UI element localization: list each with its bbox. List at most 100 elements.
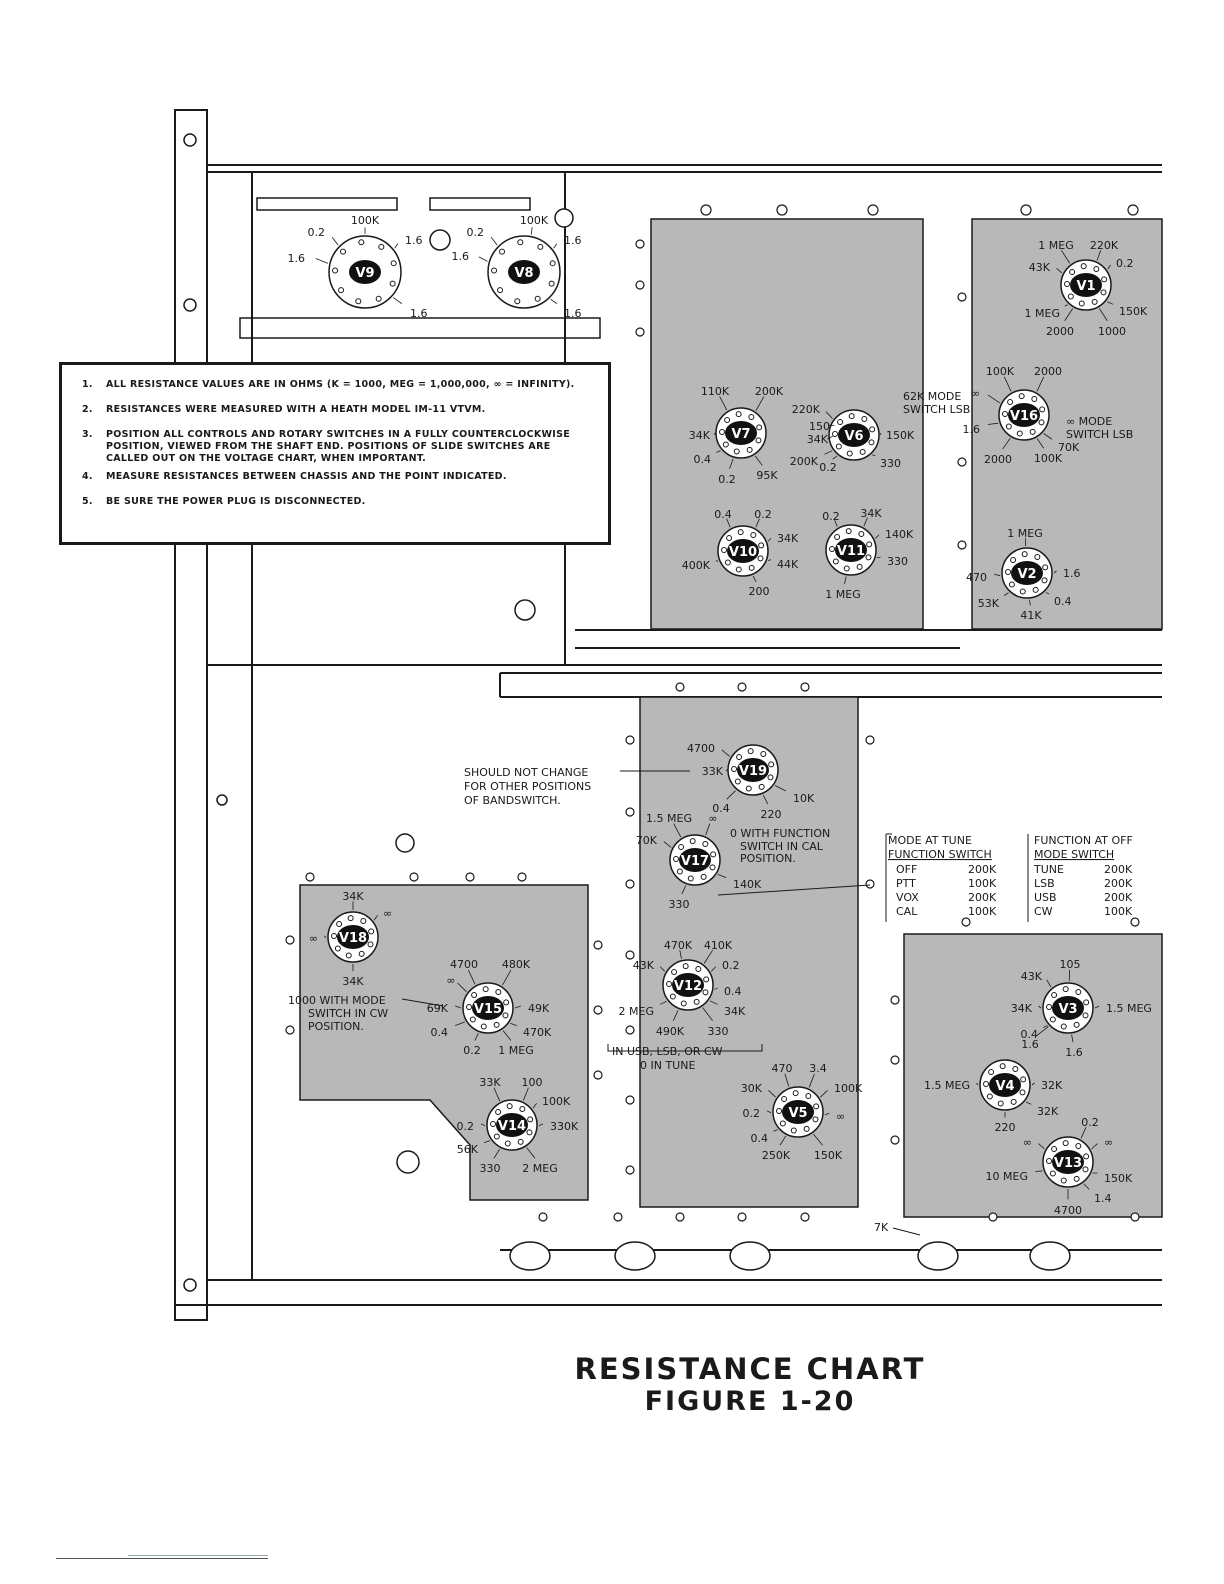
resistance-value: 480K — [502, 958, 531, 971]
tube-badge — [835, 538, 867, 562]
leader-line — [719, 396, 728, 411]
resistance-value: 110K — [701, 385, 730, 398]
resistance-value: 250K — [762, 1149, 791, 1162]
socket-pin — [1008, 581, 1015, 588]
leader-line — [474, 1033, 479, 1041]
leader-line — [987, 394, 1001, 404]
socket-pin — [703, 976, 710, 983]
chassis-frame — [174, 109, 1162, 1321]
mode-row-3-value: 200K — [968, 891, 997, 904]
v16-mode-right: ∞ MODE — [1066, 415, 1112, 428]
figure-subtitle: FIGURE 1-20 — [644, 1386, 856, 1417]
socket-pin — [861, 416, 868, 423]
socket-pin — [750, 532, 757, 539]
leader-line — [1003, 592, 1009, 596]
socket-pin — [1051, 992, 1058, 999]
resistance-value: 49K — [528, 1002, 550, 1015]
v15-note-line3: POSITION. — [308, 1020, 364, 1033]
resistance-value: 100K — [834, 1082, 863, 1095]
leader-line — [726, 518, 731, 528]
resistance-value: ∞ — [1104, 1136, 1113, 1149]
leader-line — [834, 519, 838, 527]
resistance-value: 34K — [724, 1005, 746, 1018]
resistance-value: ∞ — [383, 907, 392, 920]
resistance-value: 10K — [793, 792, 815, 805]
leader-line — [773, 1129, 778, 1132]
leader-line — [510, 1022, 517, 1027]
resistance-value: 0.2 — [457, 1120, 475, 1133]
socket-pin — [735, 411, 742, 418]
mode-table-header1: MODE AT TUNE — [888, 834, 972, 847]
socket-pin — [519, 1106, 526, 1113]
leader-line — [1038, 1143, 1045, 1150]
resistance-value: 330 — [480, 1162, 501, 1175]
socket-pin — [733, 448, 740, 455]
resistance-value: 0.4 — [1054, 595, 1072, 608]
socket-pin — [1034, 554, 1041, 561]
resistance-value: 1.4 — [1094, 1192, 1112, 1205]
tube-label: V7 — [731, 427, 750, 442]
socket-pin — [480, 1023, 487, 1030]
leader-line — [755, 518, 760, 528]
leader-line — [729, 458, 734, 469]
resistance-value: 100K — [351, 214, 380, 227]
socket-pin — [835, 443, 842, 450]
socket-pin — [986, 1093, 993, 1100]
resistance-value: 100 — [522, 1076, 543, 1089]
socket-pin — [781, 1096, 788, 1103]
resistance-value: 1.6 — [410, 307, 428, 320]
socket-pin — [829, 546, 836, 553]
resistance-value: 32K — [1041, 1079, 1063, 1092]
notes-box: 1.ALL RESISTANCE VALUES ARE IN OHMS (K =… — [59, 362, 611, 545]
resistance-value: 34K — [807, 433, 829, 446]
resistance-value: 34K — [342, 975, 364, 988]
leader-line — [502, 1030, 512, 1041]
leader-line — [659, 1001, 667, 1005]
socket-pin — [493, 1133, 500, 1140]
socket-pin — [722, 441, 729, 448]
socket-pin — [1091, 298, 1098, 305]
tube-label: V10 — [729, 545, 757, 560]
socket-pin — [724, 559, 731, 566]
socket-pin — [837, 419, 844, 426]
leader-line — [673, 823, 682, 838]
callout-layer: 62K MODE SWITCH LSB ∞ MODE SWITCH LSB SH… — [288, 390, 1133, 1236]
resistance-value: 0.4 — [751, 1132, 769, 1145]
leader-line — [493, 1148, 501, 1159]
leader-line — [768, 1090, 776, 1098]
resistance-value: 2 MEG — [619, 1005, 654, 1018]
leader-line — [879, 432, 882, 436]
socket-pin — [747, 748, 754, 755]
socket-pin — [846, 450, 853, 457]
tables-svg: MODE AT TUNE FUNCTION SWITCH FUNCTION AT… — [885, 833, 1133, 922]
socket-pin — [758, 783, 765, 790]
function-row-1-name: TUNE — [1033, 863, 1064, 876]
resistance-value: 100K — [986, 365, 1015, 378]
resistance-value: 32K — [1037, 1105, 1059, 1118]
socket-pin — [755, 437, 762, 444]
resistance-value: 220 — [761, 808, 782, 821]
tube-label: V18 — [339, 931, 367, 946]
leader-line — [490, 236, 498, 246]
socket-pin — [721, 547, 728, 554]
leader-line — [502, 969, 512, 986]
resistance-value: 330 — [880, 457, 901, 470]
socket-pin — [710, 851, 717, 858]
function-table-header1: FUNCTION AT OFF — [1034, 834, 1133, 847]
resistance-value: 200K — [790, 455, 819, 468]
leader-line — [863, 517, 868, 527]
socket-pin — [1021, 551, 1028, 558]
resistance-value: 0.2 — [1081, 1116, 1099, 1129]
socket-pin — [1010, 557, 1017, 564]
resistance-value: 150K — [814, 1149, 843, 1162]
tube-label: V16 — [1010, 409, 1038, 424]
leader-line — [714, 987, 718, 990]
resistance-value: 33K — [479, 1076, 501, 1089]
socket-pin — [548, 280, 555, 287]
tube-badge — [679, 848, 711, 872]
socket-pin — [768, 761, 775, 768]
resistance-value: 1.6 — [1065, 1046, 1083, 1059]
